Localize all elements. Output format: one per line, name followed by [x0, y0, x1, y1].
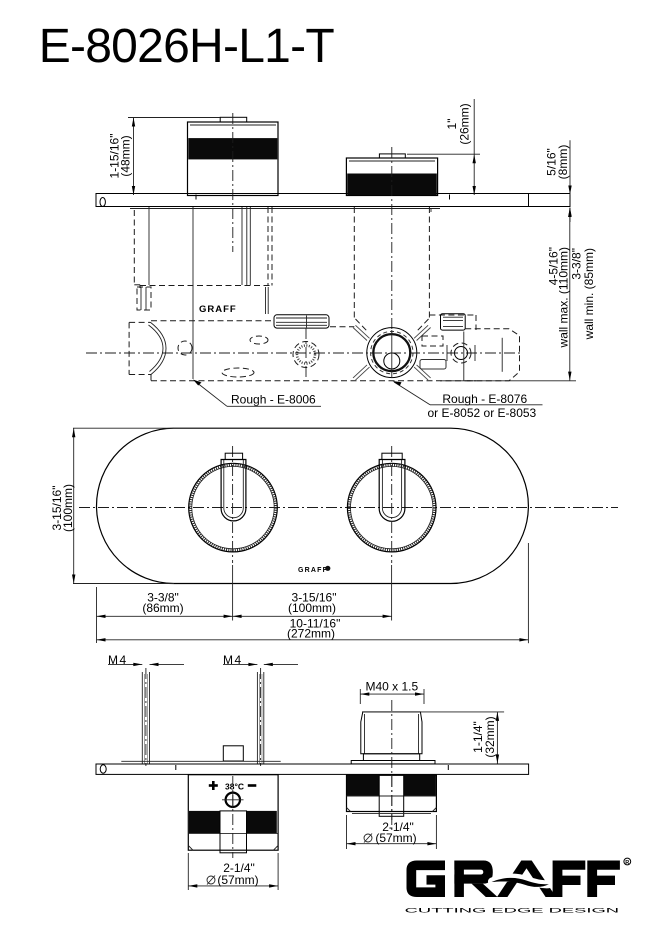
svg-text:1-1/4": 1-1/4" — [471, 721, 485, 753]
svg-text:R: R — [625, 860, 629, 866]
svg-text:38°C: 38°C — [225, 782, 244, 792]
svg-text:(26mm): (26mm) — [458, 103, 472, 144]
svg-text:5/16": 5/16" — [545, 148, 559, 176]
svg-text:2-1/4": 2-1/4" — [223, 861, 255, 875]
svg-text:(57mm): (57mm) — [217, 873, 258, 887]
svg-text:(57mm): (57mm) — [375, 831, 416, 845]
svg-text:1-15/16": 1-15/16" — [108, 134, 122, 179]
svg-text:GRAFF: GRAFF — [199, 304, 237, 315]
svg-text:E-8026H-L1-T: E-8026H-L1-T — [39, 20, 335, 73]
svg-text:wall min. (85mm): wall min. (85mm) — [582, 248, 596, 340]
svg-text:2-1/4": 2-1/4" — [382, 820, 414, 834]
svg-text:Rough - E-8006: Rough - E-8006 — [231, 392, 316, 406]
svg-text:(32mm): (32mm) — [483, 716, 497, 757]
svg-text:(8mm): (8mm) — [556, 145, 570, 180]
svg-text:M40 x 1.5: M40 x 1.5 — [366, 680, 419, 694]
svg-text:3-15/16": 3-15/16" — [292, 591, 337, 605]
svg-text:(100mm): (100mm) — [288, 601, 336, 615]
svg-text:3-3/8": 3-3/8" — [570, 248, 584, 280]
svg-text:GRAFF: GRAFF — [298, 567, 328, 574]
svg-text:4-5/16": 4-5/16" — [547, 247, 561, 285]
svg-text:Rough - E-8076: Rough - E-8076 — [442, 392, 527, 406]
svg-text:10-11/16": 10-11/16" — [290, 617, 341, 631]
svg-text:(272mm): (272mm) — [287, 627, 335, 641]
svg-text:(100mm): (100mm) — [61, 484, 75, 532]
svg-text:or E-8052 or E-8053: or E-8052 or E-8053 — [428, 406, 537, 420]
svg-text:CUTTING EDGE DESIGN: CUTTING EDGE DESIGN — [405, 908, 620, 915]
svg-text:(48mm): (48mm) — [119, 135, 133, 176]
svg-text:wall max. (110mm): wall max. (110mm) — [556, 247, 570, 348]
svg-text:M4: M4 — [223, 653, 243, 667]
svg-text:1": 1" — [445, 119, 459, 130]
svg-text:3-3/8": 3-3/8" — [147, 591, 179, 605]
svg-text:3-15/16": 3-15/16" — [50, 486, 64, 531]
svg-text:M4: M4 — [108, 653, 128, 667]
svg-text:(86mm): (86mm) — [142, 601, 183, 615]
